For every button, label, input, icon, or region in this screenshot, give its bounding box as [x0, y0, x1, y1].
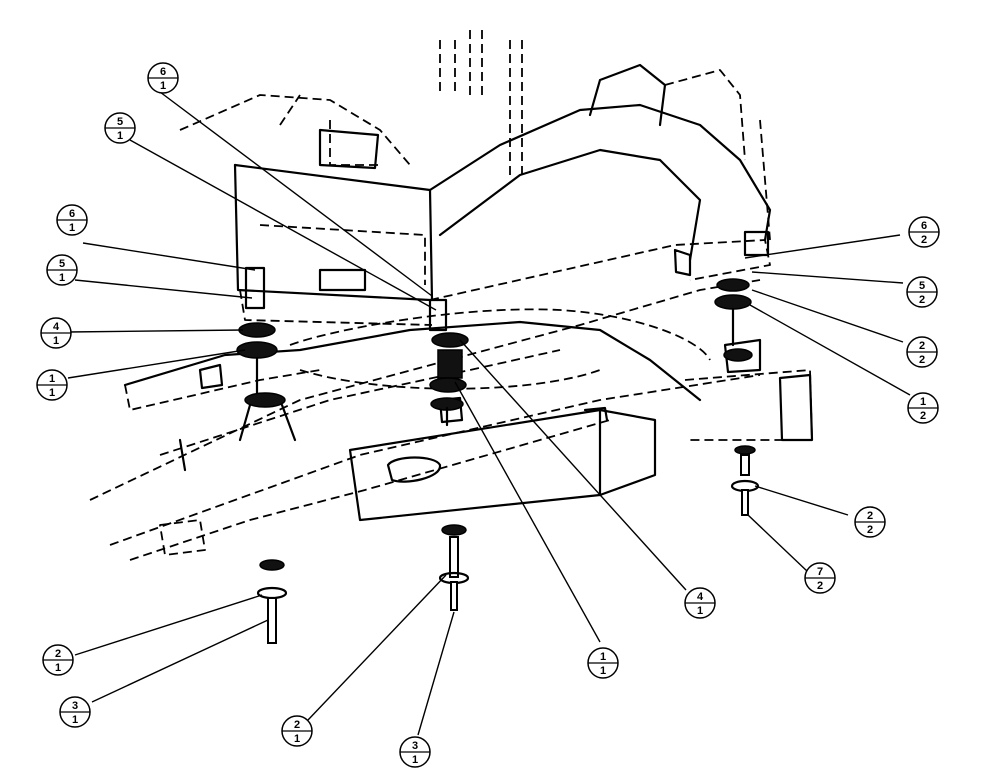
callout-item-number: 4	[697, 591, 704, 603]
callout-quantity: 2	[867, 524, 873, 536]
callout-balloon: 52	[906, 276, 938, 308]
callout-item-number: 3	[412, 740, 418, 752]
upper-frame	[179, 30, 772, 326]
callout-quantity: 2	[817, 580, 823, 592]
callout-balloon: 31	[399, 736, 431, 768]
callout-balloon: 21	[281, 715, 313, 747]
callout-balloon: 31	[59, 696, 91, 728]
callout-balloon: 22	[854, 506, 886, 538]
callout-quantity: 1	[55, 662, 61, 674]
callout-quantity: 1	[117, 130, 123, 142]
callout-item-number: 2	[55, 648, 61, 660]
isolator-mount-left	[236, 266, 297, 442]
callout-item-number: 6	[69, 208, 75, 220]
bolt-right	[730, 445, 760, 516]
callout-item-number: 5	[919, 280, 925, 292]
callout-balloon: 11	[36, 369, 68, 401]
callout-quantity: 1	[53, 335, 59, 347]
callout-quantity: 1	[49, 387, 55, 399]
callout-balloon: 51	[104, 112, 136, 144]
callout-quantity: 2	[921, 234, 927, 246]
callout-quantity: 1	[72, 714, 78, 726]
callout-item-number: 1	[49, 373, 55, 385]
callout-quantity: 1	[294, 733, 300, 745]
callout-quantity: 2	[919, 294, 925, 306]
callout-balloon: 22	[906, 336, 938, 368]
isolator-mount-right	[714, 278, 753, 362]
chassis-frame	[89, 279, 814, 561]
callout-balloon: 61	[147, 62, 179, 94]
bolt-center	[438, 524, 470, 611]
callout-item-number: 4	[53, 321, 60, 333]
isolator-mount-center	[428, 298, 469, 427]
callout-quantity: 1	[59, 272, 65, 284]
callout-item-number: 5	[117, 116, 123, 128]
callout-balloon: 72	[804, 562, 836, 594]
callout-balloon: 41	[40, 317, 72, 349]
callout-item-number: 1	[600, 651, 606, 663]
callout-balloon: 51	[46, 254, 78, 286]
callout-quantity: 1	[160, 80, 166, 92]
callout-item-number: 1	[920, 396, 926, 408]
callout-item-number: 7	[817, 566, 823, 578]
callout-quantity: 2	[919, 354, 925, 366]
callout-item-number: 6	[921, 220, 927, 232]
callout-balloon: 21	[42, 644, 74, 676]
callout-balloon: 62	[908, 216, 940, 248]
callout-quantity: 2	[920, 410, 926, 422]
callout-quantity: 1	[600, 665, 606, 677]
callout-balloon: 41	[684, 587, 716, 619]
callout-item-number: 2	[867, 510, 873, 522]
callout-balloon: 12	[907, 392, 939, 424]
callout-quantity: 1	[69, 222, 75, 234]
callout-item-number: 2	[294, 719, 300, 731]
callout-item-number: 2	[919, 340, 925, 352]
leader-lines	[67, 91, 911, 736]
callout-balloon: 11	[587, 647, 619, 679]
callout-item-number: 3	[72, 700, 78, 712]
callout-quantity: 1	[412, 754, 418, 766]
callout-item-number: 5	[59, 258, 65, 270]
callout-quantity: 1	[697, 605, 703, 617]
callout-balloon: 61	[56, 204, 88, 236]
callout-item-number: 6	[160, 66, 166, 78]
bolt-left	[256, 559, 288, 644]
